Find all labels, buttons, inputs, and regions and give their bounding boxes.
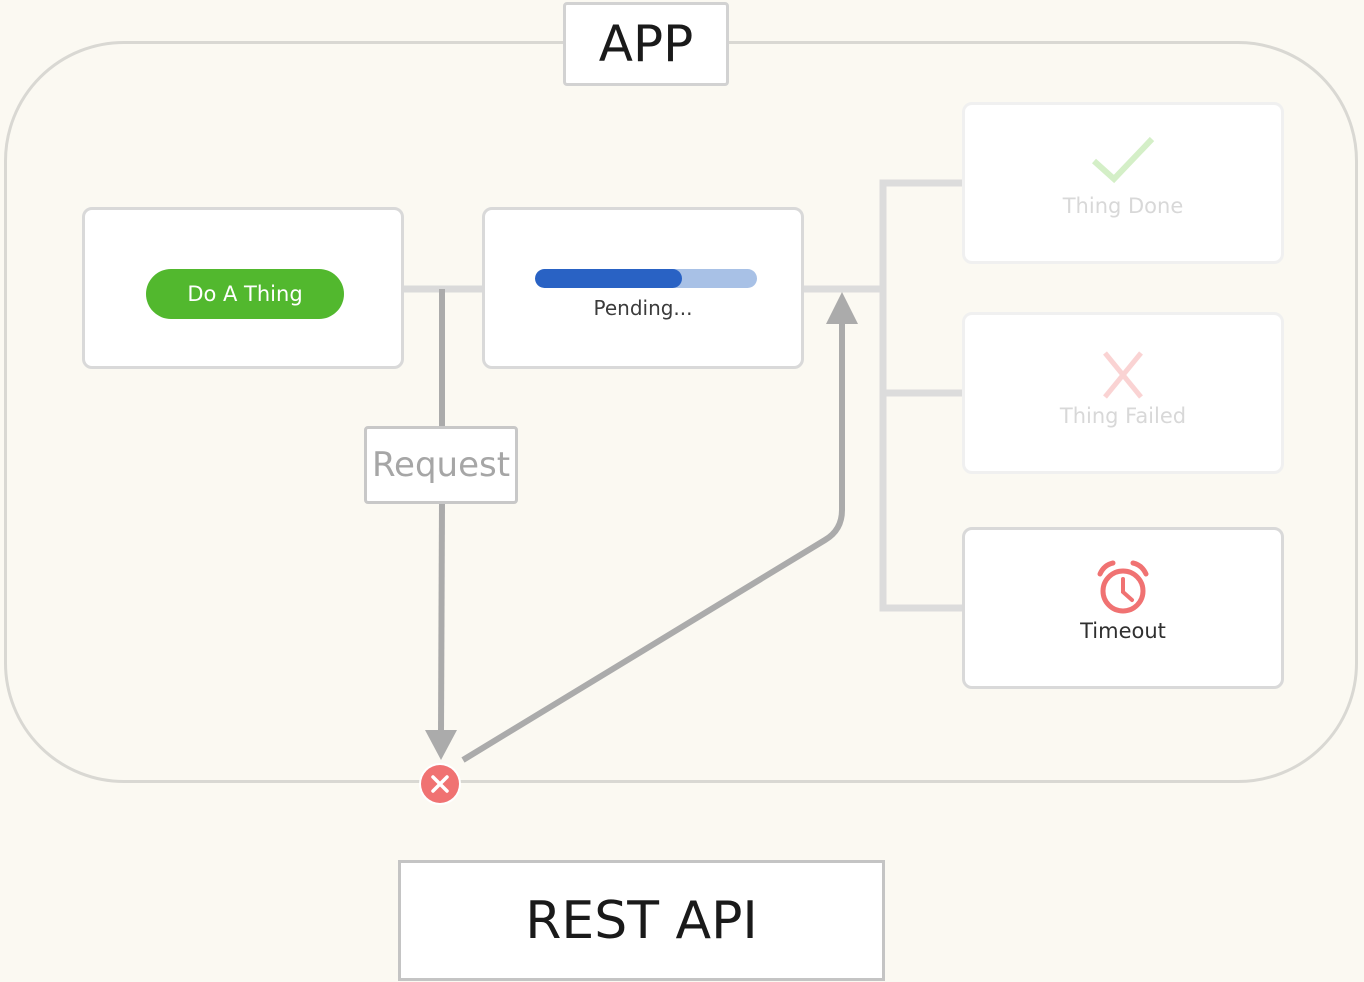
request-label: Request [364, 426, 518, 504]
state-timeout-label: Timeout [1080, 619, 1166, 643]
request-line-lower [438, 502, 445, 733]
request-arrowhead [425, 730, 457, 760]
app-title: APP [563, 2, 729, 86]
state-done-label: Thing Done [1062, 194, 1184, 218]
response-arrowhead [826, 292, 858, 324]
progress-bar [535, 269, 757, 288]
do-a-thing-button[interactable]: Do A Thing [146, 269, 344, 319]
error-circle-icon [419, 763, 461, 805]
state-failed-label: Thing Failed [1059, 404, 1187, 428]
check-icon [965, 135, 1281, 185]
rest-api-box: REST API [398, 860, 885, 981]
response-line [461, 322, 845, 763]
state-failed-box: Thing Failed [962, 312, 1284, 474]
action-box: Do A Thing [82, 207, 404, 369]
pending-label: Pending... [593, 296, 693, 320]
x-icon [965, 351, 1281, 399]
pending-box: Pending... [482, 207, 804, 369]
state-timeout-box: Timeout [962, 527, 1284, 689]
state-done-box: Thing Done [962, 102, 1284, 264]
alarm-clock-icon [965, 560, 1281, 616]
progress-bar-fill [535, 269, 682, 288]
